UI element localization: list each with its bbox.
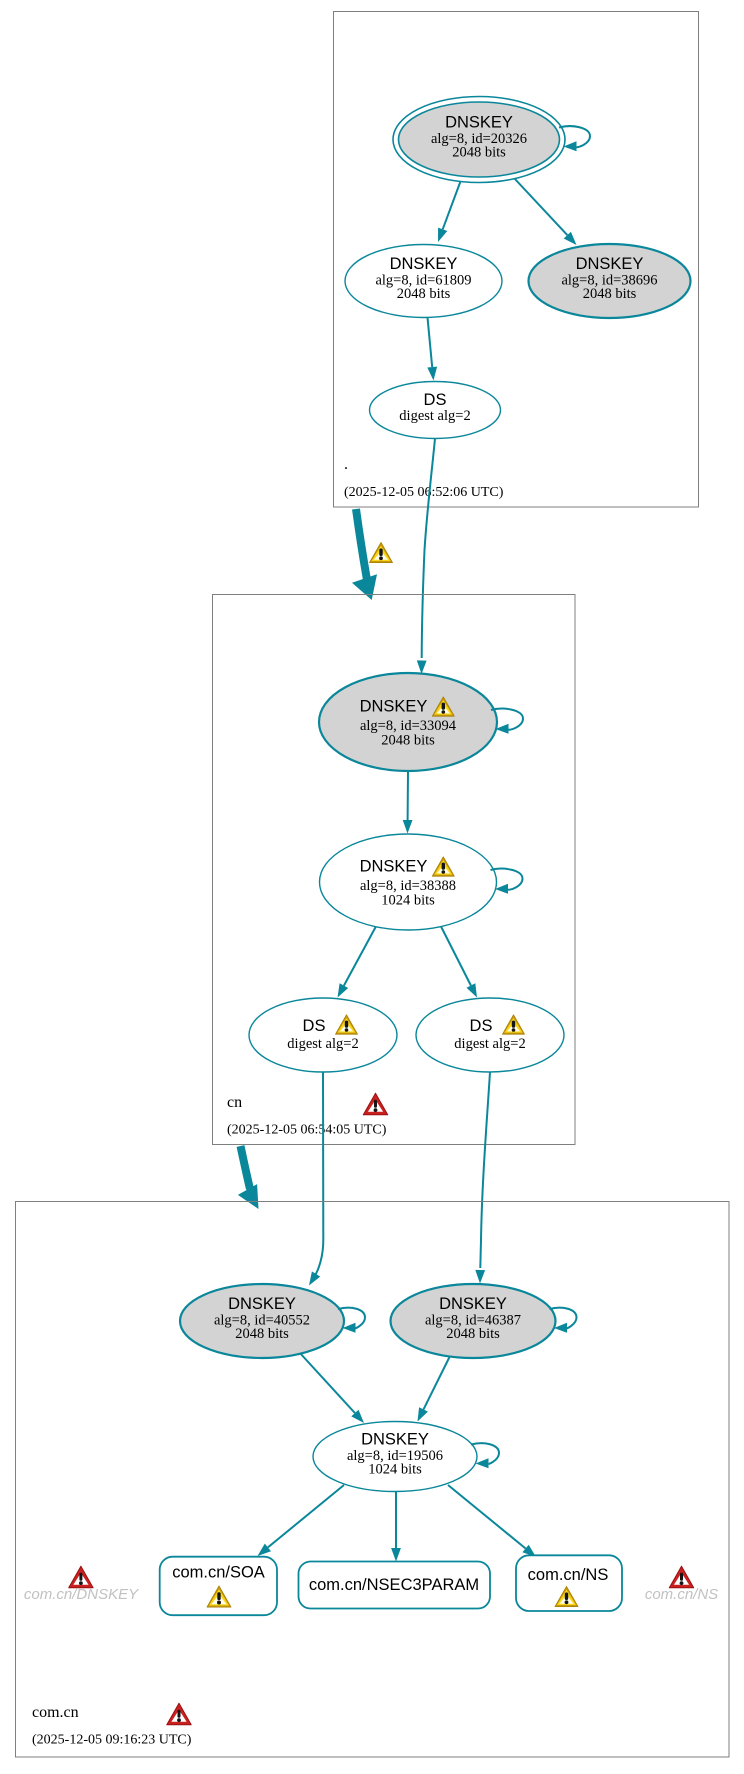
svg-text:1024 bits: 1024 bits xyxy=(368,1462,422,1478)
svg-text:DS: DS xyxy=(303,1017,326,1035)
svg-text:alg=8, id=61809: alg=8, id=61809 xyxy=(375,273,471,289)
svg-text:2048 bits: 2048 bits xyxy=(381,733,435,749)
svg-text:.: . xyxy=(344,456,348,473)
svg-text:com.cn/SOA: com.cn/SOA xyxy=(172,1564,265,1582)
svg-text:2048 bits: 2048 bits xyxy=(452,145,506,161)
svg-text:alg=8, id=38388: alg=8, id=38388 xyxy=(360,878,456,894)
svg-text:com.cn: com.cn xyxy=(32,1704,79,1721)
svg-text:digest alg=2: digest alg=2 xyxy=(454,1036,525,1052)
svg-text:DS: DS xyxy=(470,1017,493,1035)
svg-text:2048 bits: 2048 bits xyxy=(583,286,637,302)
svg-text:alg=8, id=38696: alg=8, id=38696 xyxy=(561,273,657,289)
svg-text:alg=8, id=19506: alg=8, id=19506 xyxy=(347,1448,443,1464)
svg-text:digest alg=2: digest alg=2 xyxy=(399,408,470,424)
svg-text:DNSKEY: DNSKEY xyxy=(228,1295,296,1313)
svg-text:2048 bits: 2048 bits xyxy=(397,286,451,302)
svg-text:2048 bits: 2048 bits xyxy=(446,1326,500,1342)
svg-text:com.cn/DNSKEY: com.cn/DNSKEY xyxy=(24,1586,139,1603)
svg-text:cn: cn xyxy=(227,1094,242,1111)
svg-text:2048 bits: 2048 bits xyxy=(235,1326,289,1342)
svg-text:alg=8, id=46387: alg=8, id=46387 xyxy=(425,1313,521,1329)
svg-text:DNSKEY: DNSKEY xyxy=(576,255,644,273)
svg-text:DNSKEY: DNSKEY xyxy=(439,1295,507,1313)
svg-text:alg=8, id=33094: alg=8, id=33094 xyxy=(360,718,457,734)
svg-text:DNSKEY: DNSKEY xyxy=(445,114,513,132)
svg-text:com.cn/NS: com.cn/NS xyxy=(645,1586,718,1603)
svg-text:DNSKEY: DNSKEY xyxy=(390,255,458,273)
svg-text:DNSKEY: DNSKEY xyxy=(360,858,428,876)
svg-text:alg=8, id=20326: alg=8, id=20326 xyxy=(431,131,527,147)
svg-text:(2025-12-05 06:54:05 UTC): (2025-12-05 06:54:05 UTC) xyxy=(227,1123,387,1138)
svg-text:alg=8, id=40552: alg=8, id=40552 xyxy=(214,1313,310,1329)
svg-text:(2025-12-05 06:52:06 UTC): (2025-12-05 06:52:06 UTC) xyxy=(344,485,504,500)
svg-text:com.cn/NS: com.cn/NS xyxy=(528,1566,609,1584)
svg-text:DS: DS xyxy=(424,391,447,409)
svg-text:com.cn/NSEC3PARAM: com.cn/NSEC3PARAM xyxy=(309,1576,479,1594)
svg-text:1024 bits: 1024 bits xyxy=(381,893,435,909)
svg-text:(2025-12-05 09:16:23 UTC): (2025-12-05 09:16:23 UTC) xyxy=(32,1733,192,1748)
svg-text:DNSKEY: DNSKEY xyxy=(360,698,428,716)
svg-text:digest alg=2: digest alg=2 xyxy=(287,1036,358,1052)
svg-text:DNSKEY: DNSKEY xyxy=(361,1431,429,1449)
